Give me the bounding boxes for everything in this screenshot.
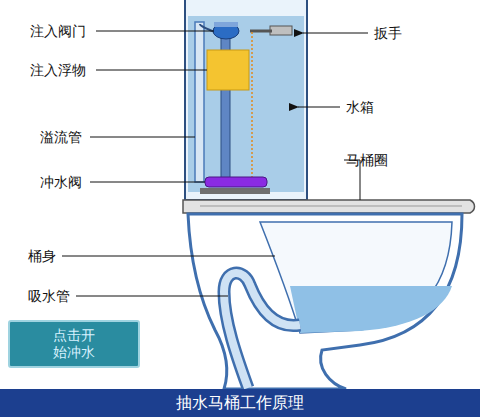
part-label: 溢流管: [40, 129, 82, 145]
title-band: 抽水马桶工作原理: [0, 389, 480, 417]
part-label: 注入浮物: [30, 62, 86, 78]
part-label: 扳手: [374, 25, 402, 41]
part-label: 冲水阀: [40, 174, 82, 190]
part-label: 水箱: [346, 99, 374, 115]
button-text: 点击开 始冲水: [50, 327, 98, 361]
part-label: 注入阀门: [30, 23, 86, 39]
flush-button: 点击开 始冲水: [8, 320, 140, 368]
part-label: 桶身: [28, 248, 56, 264]
part-label: 马桶圈: [346, 152, 388, 168]
part-label: 吸水管: [28, 288, 70, 304]
title-text: 抽水马桶工作原理: [176, 393, 304, 414]
